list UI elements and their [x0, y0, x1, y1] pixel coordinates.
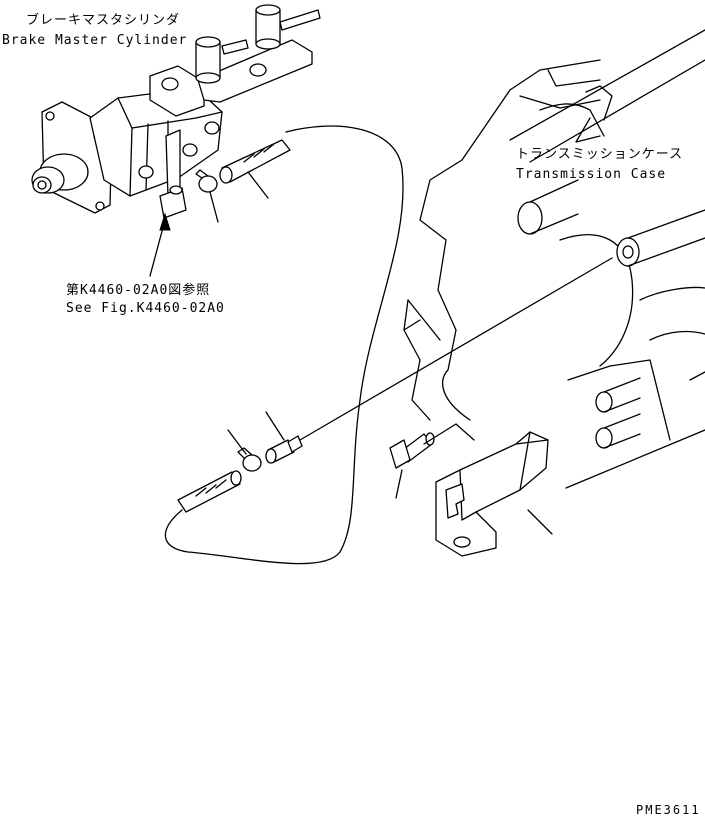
transmission-label-en: Transmission Case: [516, 167, 667, 182]
hose-upper: [219, 139, 291, 199]
brake-master-cylinder: [31, 4, 321, 219]
see-fig-label-jp: 第K4460-02A0図参照: [66, 283, 211, 298]
leader-transmission: [575, 117, 601, 143]
hose-bracket: [435, 431, 553, 557]
see-fig-label-en: See Fig.K4460-02A0: [66, 301, 225, 316]
bracket-bolt: [389, 423, 475, 499]
transmission-case: [403, 29, 705, 489]
transmission-label-jp: トランスミッションケース: [516, 147, 684, 162]
reference-arrow: [149, 212, 171, 277]
master-cylinder-label-jp: ブレーキマスタシリンダ: [26, 13, 181, 28]
hose-connector: [265, 257, 613, 464]
hose-clamp-lower: [227, 429, 262, 472]
hose-clamp-upper: [195, 169, 219, 223]
brake-hose-loop: [164, 125, 404, 565]
master-cylinder-label-en: Brake Master Cylinder: [2, 33, 188, 48]
hose-lower: [177, 470, 242, 513]
drawing-code: PME3611: [636, 803, 701, 817]
